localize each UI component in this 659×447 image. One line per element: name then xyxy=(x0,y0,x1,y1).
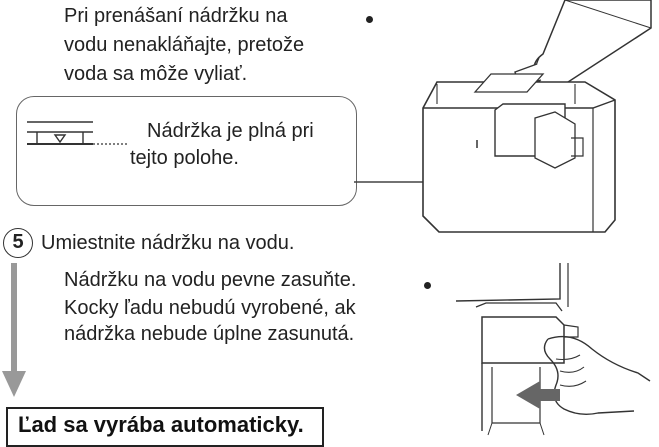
tip1-line2: vodu nenakláňajte, pretože xyxy=(64,34,305,56)
flow-down-arrow-icon xyxy=(2,263,26,397)
callout-line1: Nádržka je plná pri xyxy=(147,120,314,142)
step-5-title: Umiestnite nádržku na vodu. xyxy=(41,232,295,254)
water-tank-filling-illustration xyxy=(422,0,652,233)
tip1-line1: Pri prenášaní nádržku na xyxy=(64,5,288,27)
step-5-tip-line3: nádržka nebude úplne zasunutá. xyxy=(64,323,355,345)
tip1-bullet xyxy=(366,16,373,23)
tip1-line3: voda sa môže vyliať. xyxy=(64,63,248,85)
result-text: Ľad sa vyrába automaticky. xyxy=(18,412,304,437)
step-5-bullet xyxy=(424,282,431,289)
water-level-mark-icon xyxy=(27,121,127,145)
step-5-number: 5 xyxy=(3,228,33,258)
step-5-tip-line1: Nádržku na vodu pevne zasuňte. xyxy=(64,269,357,291)
water-level-callout xyxy=(16,96,357,206)
insert-tank-illustration xyxy=(455,263,651,436)
step-5-tip-line2: Kocky ľadu nebudú vyrobené, ak xyxy=(64,297,356,319)
callout-line2: tejto polohe. xyxy=(130,147,239,169)
